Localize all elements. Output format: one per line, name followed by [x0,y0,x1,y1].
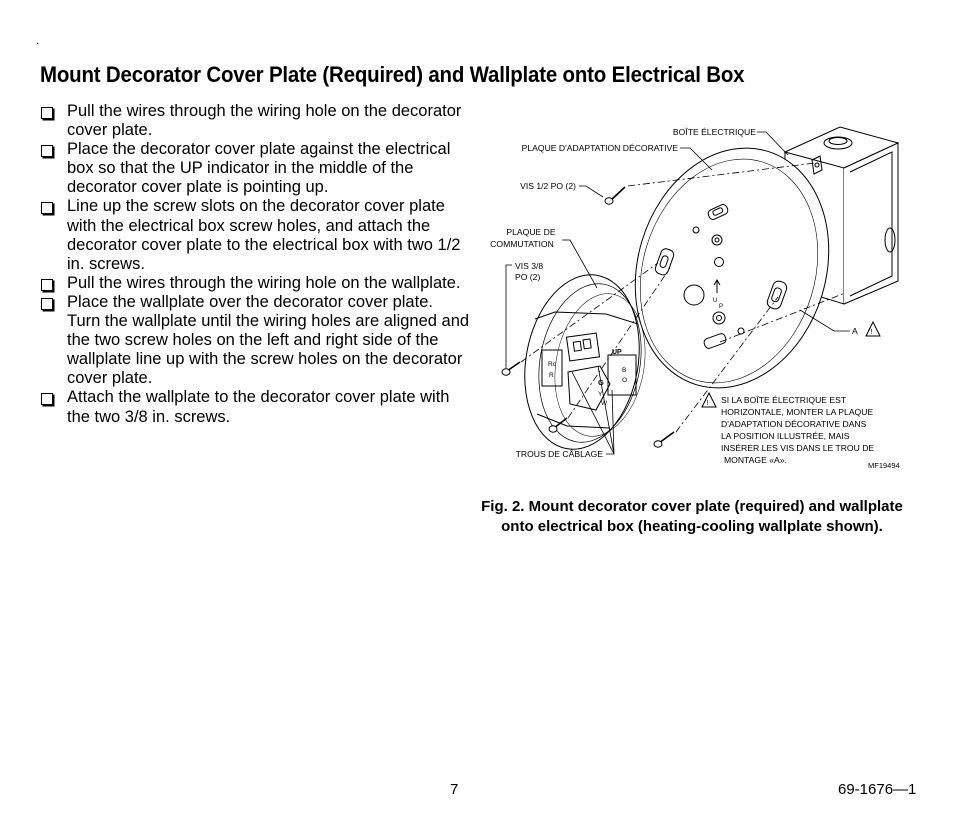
label-boite-electrique: BOÎTE ÉLECTRIQUE [673,127,756,137]
warning-symbol: ! [871,329,873,336]
label-a-marker: A [852,326,858,336]
label-commutation: COMMUTATION [490,239,554,249]
checkbox-bullet-icon [41,107,53,119]
instruction-step: Line up the screw slots on the decorator… [40,197,470,273]
step-text: Place the decorator cover plate against … [67,140,451,197]
wallplate-illustration [524,274,646,450]
terminal-label: B [622,367,626,374]
note-line: D'ADAPTATION DÉCORATIVE DANS [721,419,867,429]
plate-u-letter: U [713,298,717,304]
instruction-step: Place the decorator cover plate against … [40,140,470,197]
warning-symbol: ! [707,400,709,407]
electrical-box-illustration [783,126,900,305]
checkbox-bullet-icon [41,393,53,406]
wallplate-up-marker: UP [612,349,622,356]
step-text: Pull the wires through the wiring hole o… [67,102,462,140]
page-title: Mount Decorator Cover Plate (Required) a… [40,62,745,87]
mounting-diagram: BOÎTE ÉLECTRIQUE PLAQUE D'ADAPTATION DÉC… [476,122,924,474]
step-text: Place the wallplate over the decorator c… [67,292,470,388]
terminal-label: O [622,377,627,384]
step-text: Attach the wallplate to the decorator co… [67,388,450,426]
label-plaque-adaptation: PLAQUE D'ADAPTATION DÉCORATIVE [522,143,679,153]
step-text: Pull the wires through the wiring hole o… [67,273,461,292]
note-line: HORIZONTALE, MONTER LA PLAQUE [721,407,873,417]
terminal-label: Y [598,391,603,398]
terminal-label: R [549,372,554,379]
leader-lines [505,131,850,455]
label-vis-38-a: VIS 3/8 [515,261,543,271]
step-text: Line up the screw slots on the decorator… [67,197,461,273]
note-line: MONTAGE «A». [724,455,787,465]
decorator-cover-plate-illustration [634,147,830,389]
document-number: 69-1676—1 [838,781,917,798]
note-line: INSÉRER LES VIS DANS LE TROU DE [721,443,874,453]
label-trous-cablage: TROUS DE CÂBLAGE [516,449,604,459]
instruction-step: Attach the wallplate to the decorator co… [40,388,470,426]
checkbox-bullet-icon [41,145,53,158]
terminal-label: Rc [548,361,557,368]
warning-triangle-icon [701,391,717,408]
instruction-step: Pull the wires through the wiring hole o… [40,102,470,140]
header-marker: . [36,33,40,47]
label-vis-half: VIS 1/2 PO (2) [520,181,576,191]
screws-illustration [501,186,675,448]
checkbox-bullet-icon [41,297,53,310]
label-plaque-de: PLAQUE DE [506,227,555,237]
instruction-step: Place the wallplate over the decorator c… [40,293,470,388]
figure-code: MF19494 [868,461,900,470]
terminal-label: G [598,378,604,387]
page-number: 7 [450,781,459,798]
figure-caption: Fig. 2. Mount decorator cover plate (req… [481,498,903,535]
alignment-lines [520,162,846,433]
checkbox-bullet-icon [41,202,53,215]
instruction-list: Pull the wires through the wiring hole o… [40,102,470,427]
label-vis-38-b: PO (2) [515,272,540,282]
plate-p-letter: P [719,304,723,310]
note-line: SI LA BOÎTE ÉLECTRIQUE EST [721,395,847,405]
note-line: LA POSITION ILLUSTRÉE, MAIS [721,431,850,441]
checkbox-bullet-icon [41,278,53,291]
warning-triangle-icon [865,320,881,337]
instruction-step: Pull the wires through the wiring hole o… [40,274,470,293]
terminal-label: W [601,400,608,407]
